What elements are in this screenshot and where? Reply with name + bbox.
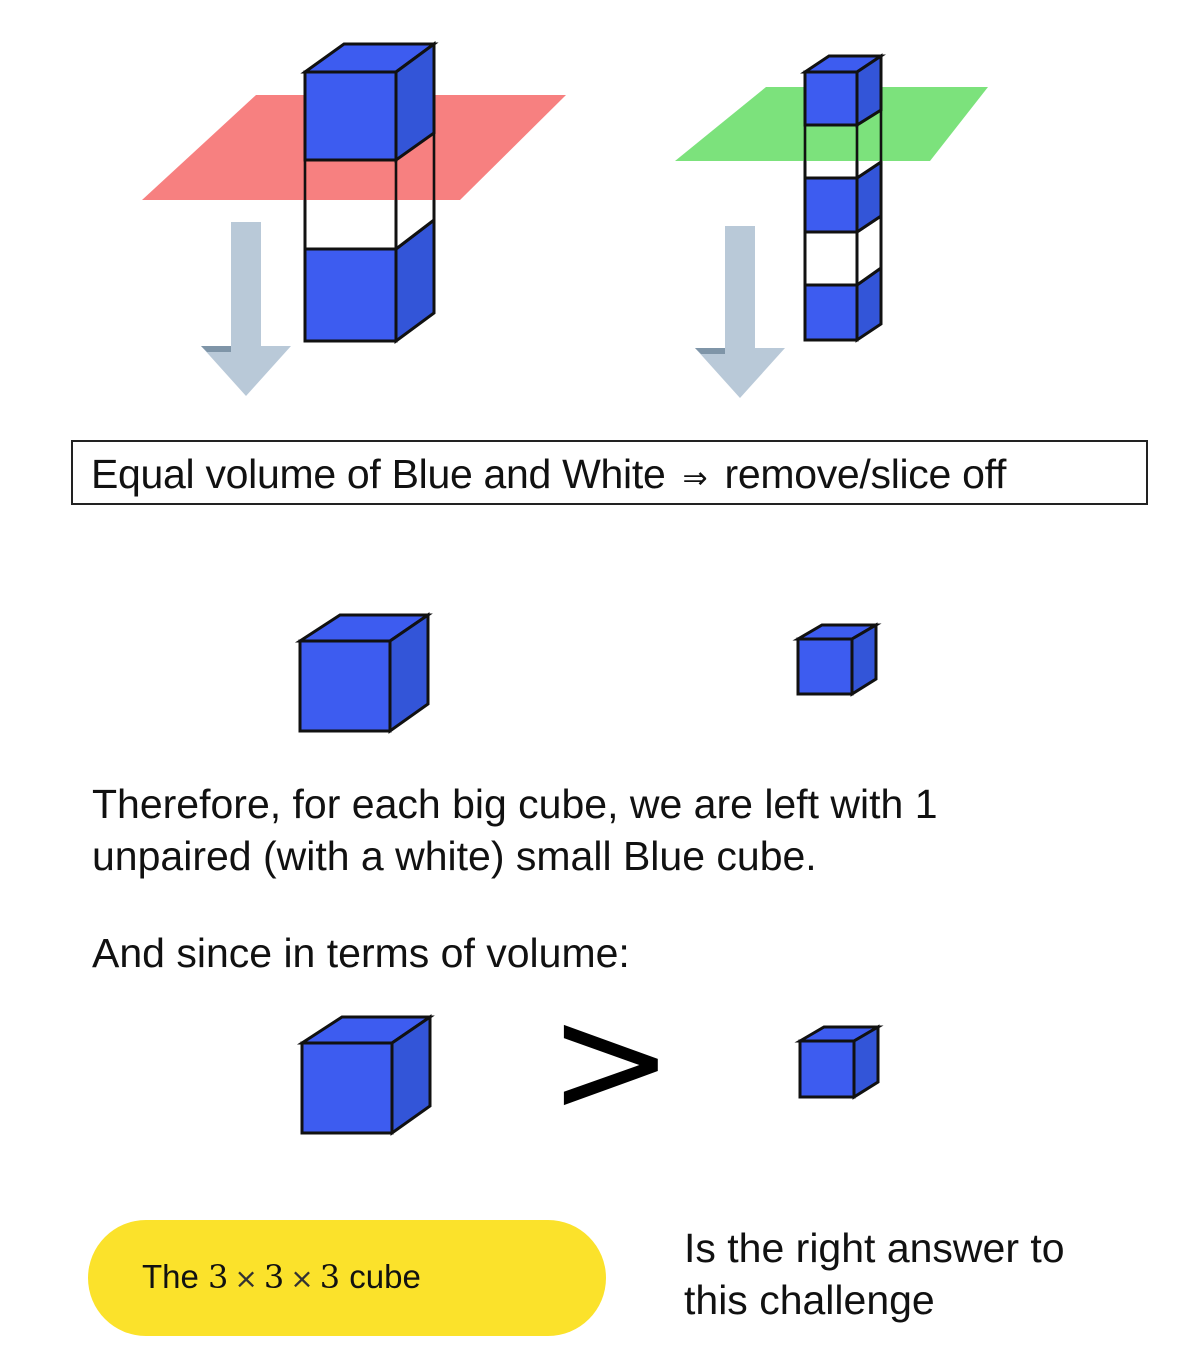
left-down-arrow: [201, 222, 291, 396]
remaining-big-cube-side: [388, 612, 430, 734]
remaining-small-cube-side: [850, 622, 878, 697]
answer-pill: The 3×3×3 cube: [88, 1220, 606, 1336]
conclusion-line-2: unpaired (with a white) small Blue cube.: [92, 833, 817, 879]
greater-than-sign: >: [548, 974, 674, 1148]
left-arrow-head: [201, 346, 291, 396]
left-tower-bottom: [303, 130, 436, 344]
remaining-big-cube-front: [298, 639, 392, 733]
implies-arrow: ⇒: [682, 461, 708, 496]
right-arrow-shaft: [725, 226, 755, 348]
times-sign-2: ×: [290, 1262, 314, 1295]
answer-prefix: The: [142, 1258, 199, 1295]
comparison-big-cube-side: [390, 1014, 432, 1136]
comparison-small-cube: [794, 1024, 884, 1100]
right-arrow-shade: [695, 348, 725, 354]
conclusion-paragraph: Therefore, for each big cube, we are lef…: [92, 778, 938, 882]
answer-dim-1: 3: [208, 1258, 229, 1296]
right-tower-cube-5: [803, 283, 859, 342]
remaining-small-cube-front: [796, 637, 854, 696]
conclusion-line-1: Therefore, for each big cube, we are lef…: [92, 781, 938, 827]
left-arrow-shade: [201, 346, 231, 352]
claim-suffix: remove/slice off: [724, 451, 1007, 497]
right-tower-cube-1: [803, 70, 859, 127]
right-tower-cube-3: [803, 176, 859, 234]
left-tower-bottom-blue-front: [303, 247, 398, 343]
left-tower-top-blue-side: [394, 41, 436, 163]
volume-intro: And since in terms of volume:: [92, 930, 630, 976]
answer-tail-line-1: Is the right answer to: [684, 1225, 1065, 1271]
comparison-small-cube-front: [798, 1039, 856, 1099]
claim-text: Equal volume of Blue and White ⇒ remove/…: [91, 451, 1006, 498]
answer-suffix: cube: [349, 1258, 421, 1295]
comparison-big-cube-front: [300, 1041, 394, 1135]
answer-tail: Is the right answer to this challenge: [684, 1222, 1065, 1326]
remaining-big-cube: [294, 612, 433, 734]
comparison-small-cube-side: [852, 1024, 880, 1100]
right-tower-cube-1-side: [855, 53, 883, 128]
answer-dim-3: 3: [319, 1258, 341, 1296]
answer-dim-2: 3: [263, 1258, 285, 1296]
claim-prefix: Equal volume of Blue and White: [91, 451, 666, 497]
right-tower: [675, 53, 988, 343]
answer-tail-line-2: this challenge: [684, 1277, 935, 1323]
claim-box: Equal volume of Blue and White ⇒ remove/…: [71, 440, 1148, 505]
right-tower-cube-4: [803, 230, 859, 287]
left-tower-top-blue-front: [303, 70, 398, 162]
left-arrow-shaft: [231, 222, 261, 346]
right-down-arrow: [695, 226, 785, 398]
remaining-small-cube: [792, 622, 882, 697]
right-arrow-head: [695, 348, 785, 398]
times-sign-1: ×: [234, 1262, 258, 1295]
answer-pill-text: The 3×3×3 cube: [142, 1258, 421, 1296]
comparison-big-cube: [296, 1014, 435, 1136]
left-tower: [142, 41, 566, 344]
